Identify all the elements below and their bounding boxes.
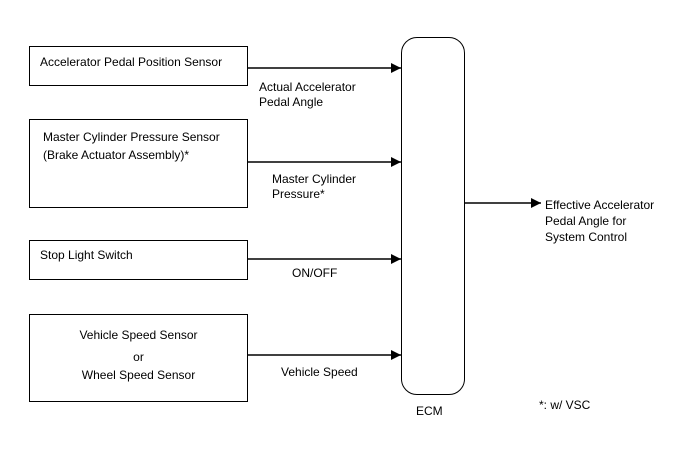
accelerator-sensor-label: Accelerator Pedal Position Sensor <box>40 55 223 69</box>
accelerator-signal-label-line1: Actual Accelerator <box>259 80 356 94</box>
master-cylinder-sensor-label-line1: Master Cylinder Pressure Sensor <box>43 130 220 144</box>
vehicle-speed-sensor-label-line1: Vehicle Speed Sensor <box>79 328 198 342</box>
stop-light-switch-label: Stop Light Switch <box>40 248 133 262</box>
accelerator-pedal-position-sensor-box: Accelerator Pedal Position Sensor <box>29 46 248 86</box>
vehicle-speed-sensor-or: or <box>133 350 144 364</box>
master-cylinder-pressure-sensor-box: Master Cylinder Pressure Sensor (Brake A… <box>29 119 248 208</box>
ecm-label: ECM <box>416 404 443 418</box>
master-cylinder-signal-label-line2: Pressure* <box>272 187 325 201</box>
vehicle-speed-sensor-label-line2: Wheel Speed Sensor <box>81 368 196 382</box>
output-label-line2: Pedal Angle for <box>545 214 627 228</box>
vehicle-speed-sensor-box: Vehicle Speed Sensor or Wheel Speed Sens… <box>29 314 248 402</box>
master-cylinder-signal-label-line1: Master Cylinder <box>272 172 357 186</box>
master-cylinder-sensor-label-line2: (Brake Actuator Assembly)* <box>43 148 190 162</box>
stop-light-signal-label: ON/OFF <box>292 266 338 280</box>
output-label-line1: Effective Accelerator <box>545 198 655 212</box>
ecm-block <box>401 37 465 395</box>
stop-light-switch-box: Stop Light Switch <box>29 240 248 280</box>
accelerator-signal-label-line2: Pedal Angle <box>259 95 324 109</box>
footnote: *: w/ VSC <box>539 398 591 412</box>
output-label-line3: System Control <box>545 230 628 244</box>
vehicle-speed-signal-label: Vehicle Speed <box>281 365 358 379</box>
